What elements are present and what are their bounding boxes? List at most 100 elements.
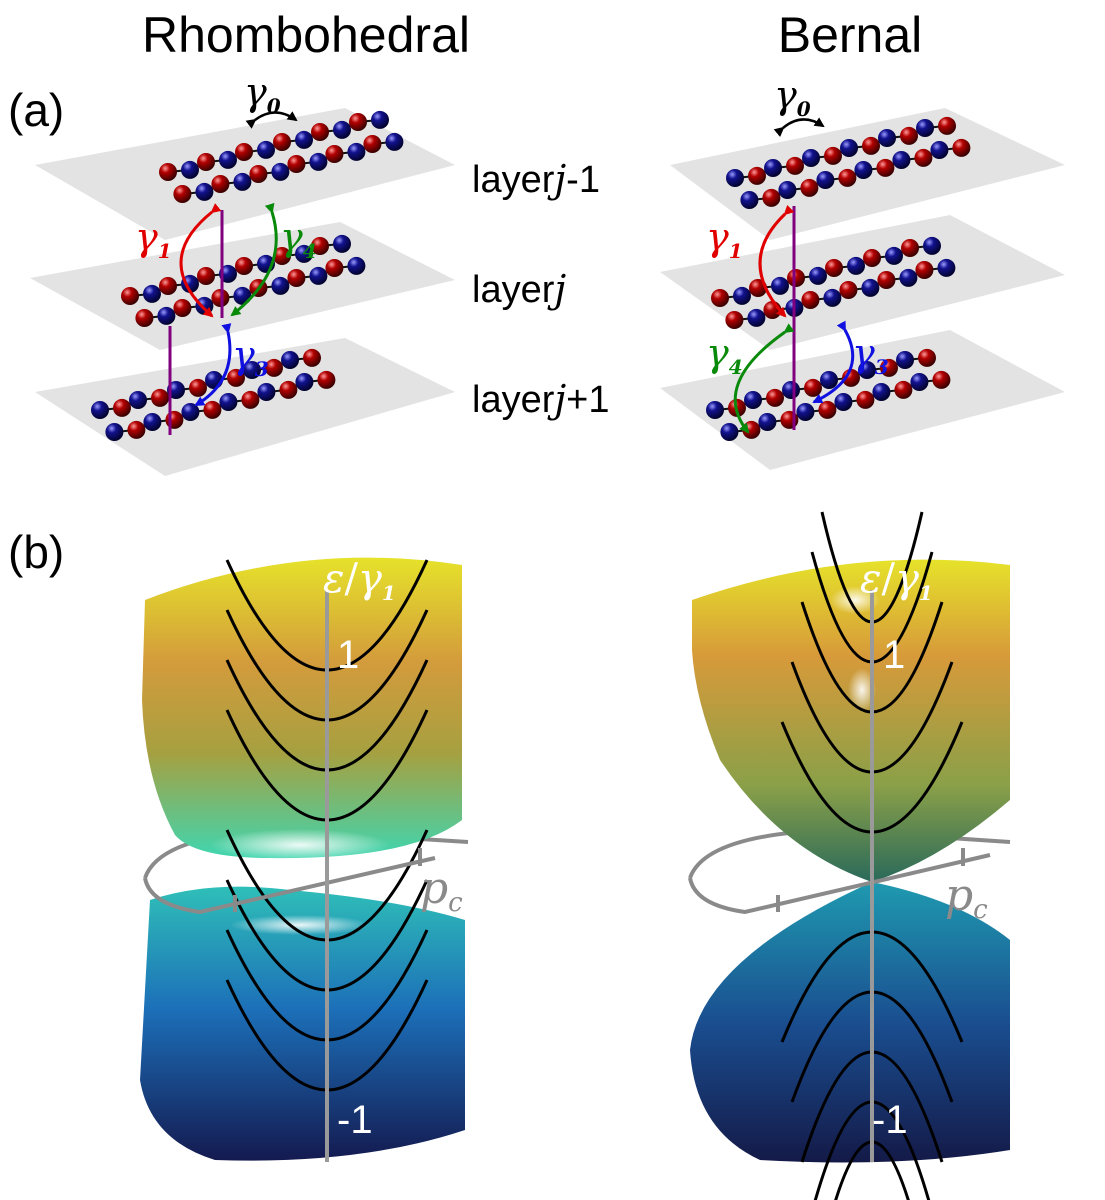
atom: [748, 166, 766, 185]
atom: [823, 288, 842, 307]
atom: [766, 388, 784, 407]
atom: [854, 161, 873, 179]
gamma4-arrow-left: [230, 202, 278, 317]
atom: [711, 289, 729, 307]
gamma0-label-right: γ0: [774, 73, 811, 121]
atom: [105, 423, 124, 441]
atom: [740, 191, 759, 209]
atom: [295, 244, 313, 263]
dispersion-bernal: ε/γ1 1 -1 pc: [688, 511, 1011, 1200]
gamma3-label-right: γ3: [852, 331, 889, 379]
atom: [273, 133, 291, 151]
atom: [295, 373, 314, 391]
atom: [872, 383, 891, 401]
tick-label-right-pos: 1: [883, 633, 905, 677]
atom: [257, 383, 276, 401]
panel-label-b: (b): [8, 526, 64, 578]
atom: [127, 420, 146, 439]
atom: [892, 151, 911, 169]
atom: [135, 309, 154, 327]
atom: [862, 136, 880, 155]
gamma4-arrow-right: [733, 323, 795, 434]
atom: [847, 256, 865, 275]
atom: [764, 159, 782, 177]
gamma3-arrow-left: [194, 323, 232, 407]
atom: [720, 423, 739, 441]
atom: [747, 308, 766, 327]
title-bernal: Bernal: [778, 7, 923, 63]
band-highlight-left-lower: [230, 915, 370, 935]
atom: [706, 401, 724, 419]
atom: [349, 113, 367, 131]
atom: [896, 351, 914, 369]
atom: [744, 391, 762, 409]
atom: [894, 380, 913, 399]
atom: [173, 185, 192, 203]
layer-label-bot: layerj+1: [472, 377, 610, 421]
atom: [825, 259, 843, 277]
atom: [901, 239, 919, 257]
atom: [309, 152, 328, 171]
atom: [877, 271, 896, 289]
layer-label-top: layerj-1: [472, 157, 600, 201]
tick-label-left-neg: -1: [337, 1098, 373, 1142]
atom: [181, 160, 199, 179]
gamma3-label-left: γ3: [232, 333, 269, 381]
gamma3-arrow-right: [812, 320, 855, 404]
atom: [918, 348, 936, 367]
atom: [227, 368, 245, 387]
pc-label-right: pc: [945, 870, 988, 925]
atom: [129, 391, 147, 409]
atom: [165, 410, 184, 429]
atom: [725, 311, 744, 329]
atom: [802, 149, 820, 167]
atom: [257, 140, 275, 159]
atom: [317, 370, 336, 389]
atom: [839, 281, 858, 299]
gamma1-arrow-left: [179, 203, 222, 318]
atom: [265, 358, 283, 377]
atom: [219, 393, 238, 411]
atom: [173, 299, 192, 317]
atom: [863, 249, 881, 267]
atom: [842, 368, 860, 387]
gamma1-label-right: γ1: [706, 215, 743, 263]
atom: [325, 145, 344, 163]
atom: [800, 178, 819, 197]
atom: [804, 378, 822, 397]
atom: [363, 135, 382, 153]
atom: [816, 171, 835, 189]
atom: [159, 163, 177, 181]
atom: [157, 306, 176, 325]
atom: [195, 296, 214, 315]
atom: [733, 286, 751, 305]
atom: [371, 110, 389, 129]
atom: [271, 276, 290, 295]
atom: [243, 361, 261, 379]
atom: [311, 237, 329, 255]
pc-label-left: pc: [420, 863, 463, 918]
atom: [787, 269, 805, 287]
gamma0-label-left: γ0: [244, 70, 281, 118]
atom: [809, 266, 827, 285]
axis-label-right: ε/γ1: [860, 556, 933, 605]
lattice-left-top: [159, 110, 404, 203]
atom: [834, 393, 853, 411]
atom: [113, 398, 131, 417]
atom: [235, 143, 253, 161]
atom: [189, 378, 207, 397]
pc-ellipse-front-left: [143, 856, 436, 915]
atom: [916, 119, 934, 137]
atom: [287, 155, 306, 173]
atom: [878, 129, 896, 147]
atom: [197, 267, 215, 285]
atom: [861, 278, 880, 297]
atom: [796, 403, 815, 421]
gamma4-label-right: γ4: [706, 331, 743, 379]
atom: [197, 153, 215, 171]
atom: [786, 156, 804, 175]
title-rhombohedral: Rhombohedral: [142, 7, 470, 63]
atom: [820, 371, 838, 389]
atom: [271, 162, 290, 181]
